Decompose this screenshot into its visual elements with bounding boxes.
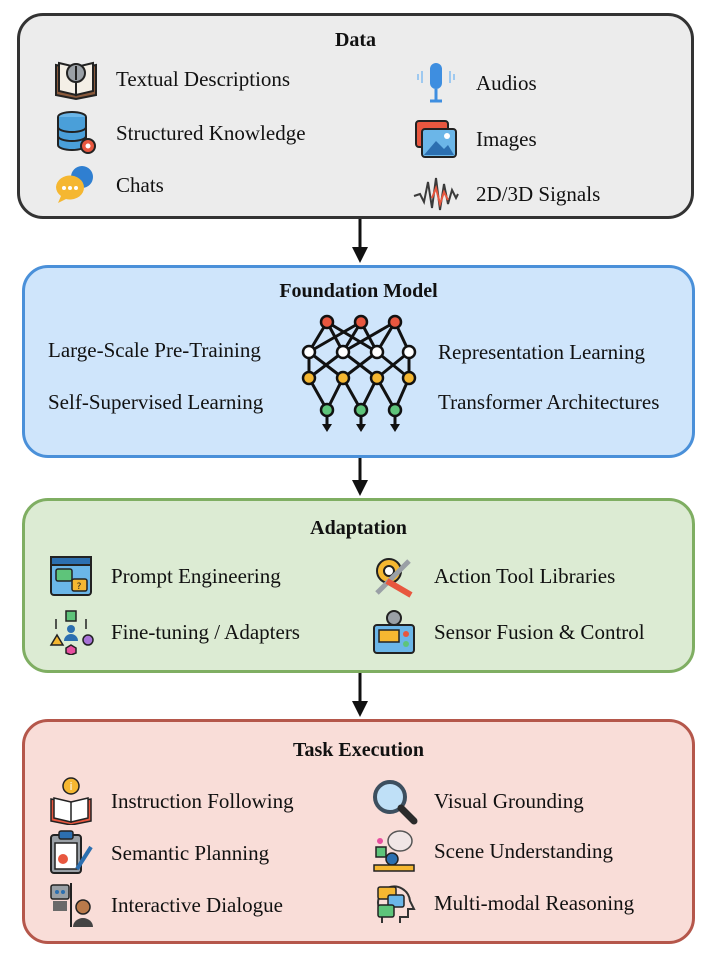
book-icon	[50, 56, 102, 102]
task-item-scene: Scene Understanding	[368, 828, 613, 874]
tools-icon	[368, 553, 420, 599]
data-item-structured: Structured Knowledge	[50, 110, 306, 156]
data-item-textual: Textual Descriptions	[50, 56, 290, 102]
flow-arrow	[352, 458, 368, 496]
adaptation-panel: Adaptation ? Prompt Engineering	[22, 498, 695, 673]
database-icon	[50, 110, 102, 156]
item-label: Audios	[476, 70, 537, 95]
item-label: Multi-modal Reasoning	[434, 890, 635, 915]
adaptation-item-finetune: Fine-tuning / Adapters	[45, 609, 300, 655]
item-label: 2D/3D Signals	[476, 181, 601, 206]
svg-text:?: ?	[77, 582, 82, 592]
foundation-panel-title: Foundation Model	[279, 280, 438, 302]
task-panel: Task Execution i Instruction Following S…	[22, 719, 695, 944]
task-item-planning: Semantic Planning	[45, 830, 269, 876]
images-icon	[410, 116, 462, 162]
adaptation-item-sensor: Sensor Fusion & Control	[368, 609, 645, 655]
task-item-dialogue: Interactive Dialogue	[45, 882, 283, 928]
flow-arrow	[352, 673, 368, 717]
adaptation-item-prompt: ? Prompt Engineering	[45, 553, 281, 599]
item-label: Prompt Engineering	[111, 563, 281, 588]
foundation-item: Representation Learning	[438, 340, 646, 364]
manual-icon: i	[45, 777, 97, 825]
foundation-item: Large-Scale Pre-Training	[48, 338, 261, 362]
item-label: Chats	[116, 172, 164, 197]
head-media-icon	[368, 880, 420, 926]
data-panel: Data Textual Descriptions Structured Kno…	[17, 13, 694, 219]
data-item-images: Images	[410, 116, 537, 162]
data-item-signals: 2D/3D Signals	[410, 171, 600, 217]
workflow-icon	[45, 609, 97, 655]
item-label: Instruction Following	[111, 788, 294, 813]
foundation-item: Self-Supervised Learning	[48, 390, 264, 414]
item-label: Semantic Planning	[111, 840, 270, 865]
robot-human-icon	[45, 882, 97, 928]
adaptation-item-tools: Action Tool Libraries	[368, 553, 615, 599]
scene-icon	[368, 828, 420, 874]
foundation-item: Transformer Architectures	[438, 390, 660, 414]
data-panel-title: Data	[334, 29, 377, 51]
item-label: Textual Descriptions	[116, 66, 291, 91]
control-panel-icon	[368, 609, 420, 655]
adaptation-panel-title: Adaptation	[310, 517, 407, 539]
item-label: Images	[476, 126, 537, 151]
chat-bubbles-icon	[50, 162, 102, 208]
task-item-instruction: i Instruction Following	[45, 777, 294, 825]
flow-arrow	[352, 219, 368, 263]
foundation-panel: Foundation Model Large-Scale Pre-Trainin…	[22, 265, 695, 458]
task-item-reasoning: Multi-modal Reasoning	[368, 880, 634, 926]
task-panel-title: Task Execution	[293, 739, 424, 761]
item-label: Structured Knowledge	[116, 120, 306, 145]
item-label: Interactive Dialogue	[111, 892, 283, 917]
neural-network-icon	[297, 308, 423, 436]
item-label: Scene Understanding	[434, 838, 614, 863]
data-item-audios: Audios	[410, 60, 537, 106]
waveform-icon	[410, 171, 462, 217]
magnifier-icon	[368, 778, 420, 825]
microphone-icon	[410, 60, 462, 106]
svg-text:i: i	[69, 780, 72, 793]
clipboard-plan-icon	[45, 830, 97, 876]
item-label: Sensor Fusion & Control	[434, 619, 645, 644]
item-label: Visual Grounding	[434, 788, 584, 813]
item-label: Fine-tuning / Adapters	[111, 619, 300, 644]
item-label: Action Tool Libraries	[434, 563, 616, 588]
data-item-chats: Chats	[50, 162, 164, 208]
task-item-grounding: Visual Grounding	[368, 778, 584, 825]
code-window-icon: ?	[45, 553, 97, 599]
